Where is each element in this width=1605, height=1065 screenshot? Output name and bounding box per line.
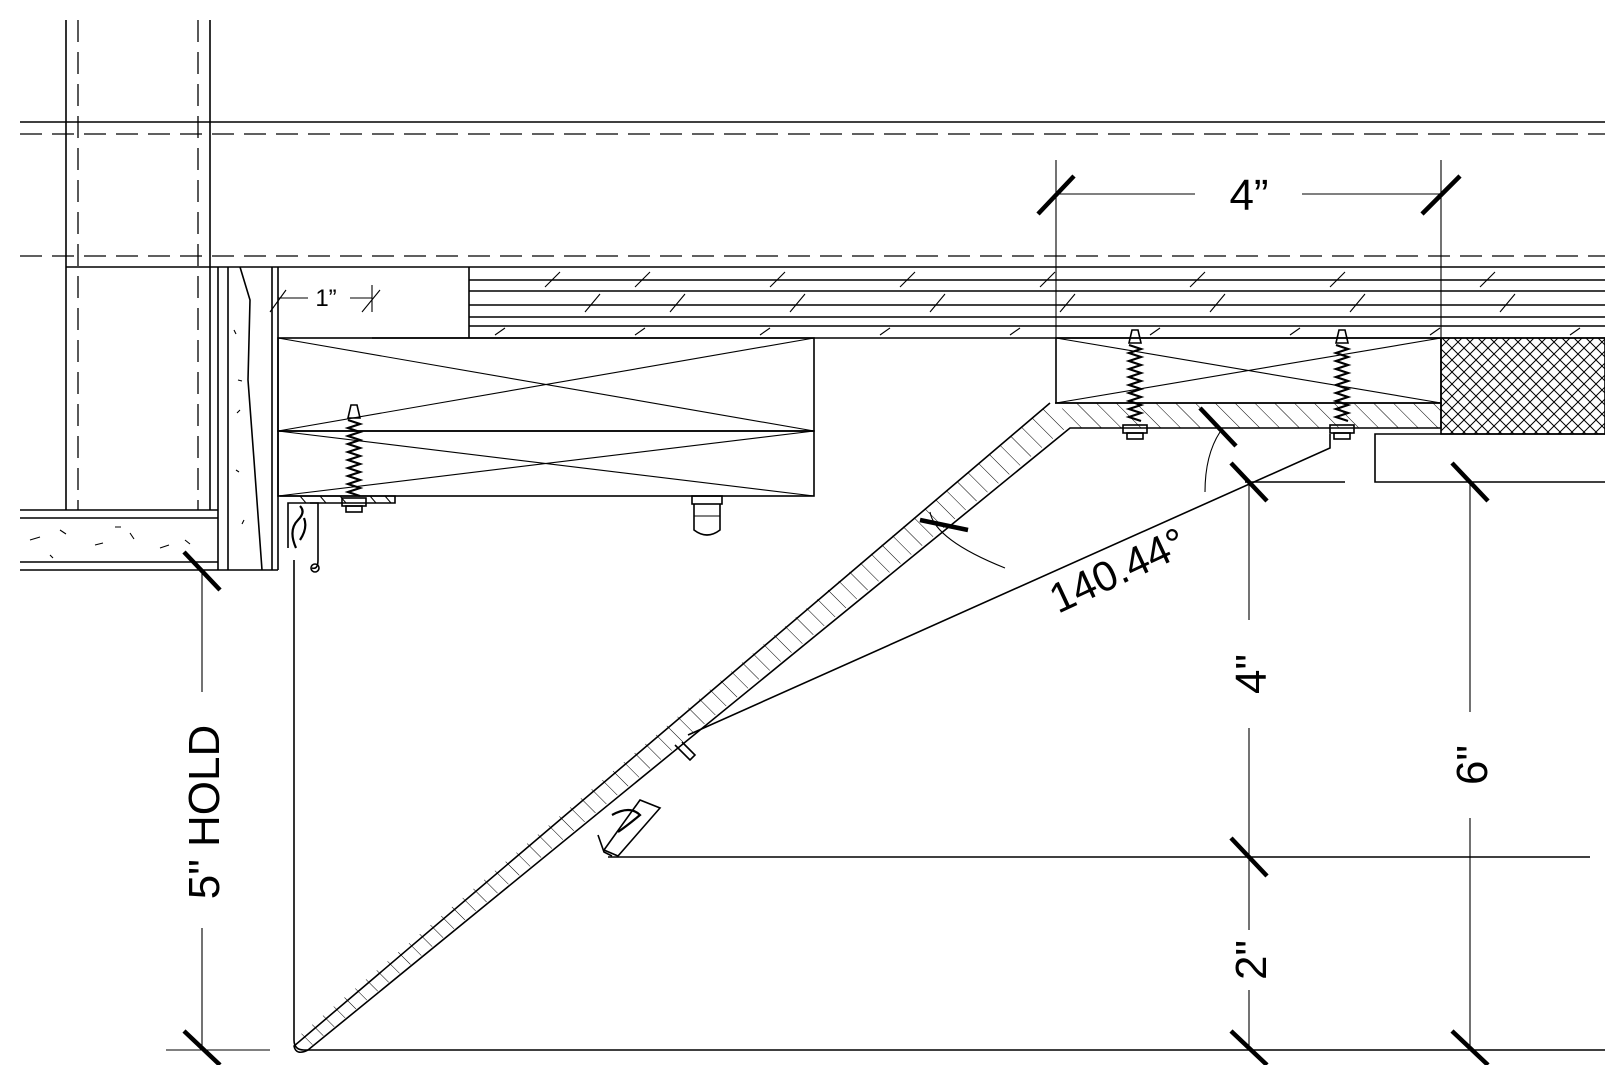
- dimension-vertical-right: [1450, 461, 1490, 1065]
- dimension-vertical-middle: [1229, 461, 1269, 1065]
- clip-channel-left: [280, 495, 396, 573]
- support-strut: [687, 434, 1331, 736]
- angle-label: 140.44°: [1042, 518, 1194, 622]
- extension-lines: [166, 160, 1442, 1051]
- dimension-1in: [269, 285, 381, 313]
- angled-soffit-panel: [293, 402, 1442, 1054]
- dimension-label-vertical-6in: 6": [1448, 745, 1497, 785]
- wall-board: [217, 266, 279, 571]
- dimension-label-vertical-2in: 2": [1227, 940, 1276, 980]
- dimension-label-vertical-4in: 4": [1227, 654, 1276, 694]
- wood-blocking-left: [277, 337, 815, 497]
- floor-slab: [20, 509, 218, 571]
- deck-layers: [372, 267, 1605, 339]
- dimension-label-1in: 1”: [315, 285, 336, 312]
- vent-spigot: [691, 495, 723, 536]
- column-outline: [65, 20, 211, 510]
- beam-outline: [20, 121, 1605, 268]
- wood-blocking-right: [1055, 337, 1442, 404]
- dimension-label-top-4in: 4”: [1229, 171, 1268, 220]
- dimension-hold: [182, 550, 222, 1065]
- insulation-block: [1440, 337, 1605, 435]
- dimension-top-4in: [1036, 174, 1462, 216]
- trim-rail: [1374, 433, 1605, 483]
- clip-channel-mid: [597, 741, 697, 857]
- angle-dimension: [919, 406, 1238, 569]
- hold-label: 5" HOLD: [180, 725, 229, 900]
- screw-left: [341, 404, 367, 513]
- ceiling-frame: [293, 481, 1605, 1051]
